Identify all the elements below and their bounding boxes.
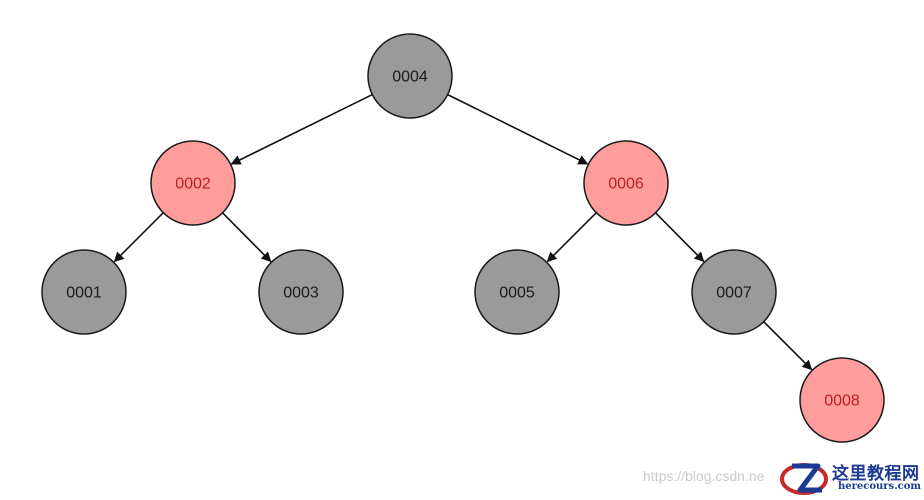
node-circle-red xyxy=(799,357,885,443)
node-label: 0001 xyxy=(66,285,102,302)
edge-0004-0006 xyxy=(447,93,589,165)
tree-node-0001: 0001 xyxy=(41,249,127,335)
node-circle-red xyxy=(150,140,236,226)
csdn-watermark: https://blog.csdn.ne xyxy=(643,468,765,484)
node-label: 0003 xyxy=(283,285,319,302)
logo-url: herecours.com xyxy=(838,481,922,492)
logo-title: 这里教程网 xyxy=(832,464,920,484)
edge-0006-0005 xyxy=(546,212,597,263)
tree-node-0008: 0008 xyxy=(799,357,885,443)
tree-node-0006: 0006 xyxy=(583,140,669,226)
tree-node-0003: 0003 xyxy=(258,249,344,335)
node-label: 0008 xyxy=(824,393,860,410)
node-circle-red xyxy=(583,140,669,226)
tree-node-0007: 0007 xyxy=(691,249,777,335)
node-label: 0004 xyxy=(392,69,428,86)
node-label: 0005 xyxy=(499,285,535,302)
node-circle-black xyxy=(258,249,344,335)
z-logo-icon xyxy=(780,463,828,495)
node-circle-black xyxy=(474,249,560,335)
node-circle-black xyxy=(367,33,453,119)
node-label: 0006 xyxy=(608,176,644,193)
edge-0002-0001 xyxy=(113,212,164,263)
tree-node-0002: 0002 xyxy=(150,140,236,226)
edge-0006-0007 xyxy=(654,212,705,263)
nodes-layer: 0004 0002 0006 0001 0003 0005 0007 0008 xyxy=(41,33,885,443)
edge-0004-0002 xyxy=(230,93,373,165)
edge-0002-0003 xyxy=(221,212,272,263)
tree-node-0004: 0004 xyxy=(367,33,453,119)
tree-node-0005: 0005 xyxy=(474,249,560,335)
edges-layer xyxy=(113,93,813,371)
node-label: 0007 xyxy=(716,285,752,302)
node-circle-black xyxy=(691,249,777,335)
edge-0007-0008 xyxy=(763,321,813,371)
node-label: 0002 xyxy=(175,176,211,193)
node-circle-black xyxy=(41,249,127,335)
site-logo: 这里教程网 herecours.com xyxy=(778,456,924,500)
